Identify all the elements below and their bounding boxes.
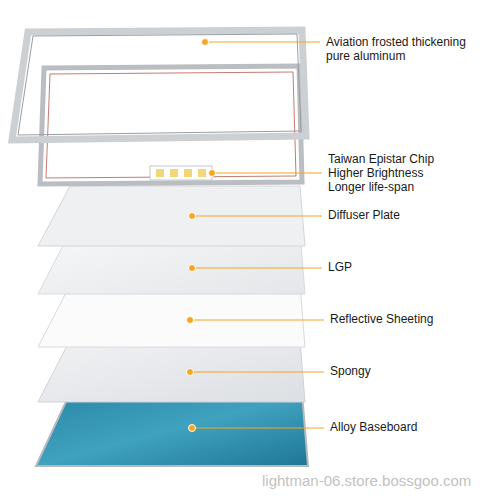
outer-frame-edge <box>18 34 301 135</box>
leader-line <box>190 371 324 372</box>
inner-frame-wire <box>46 72 296 178</box>
leader-dot <box>189 265 196 272</box>
inner-frame <box>40 66 302 184</box>
led-chip <box>198 169 206 177</box>
leader-line <box>192 427 324 428</box>
leader-line <box>205 41 320 42</box>
led-chip <box>156 169 164 177</box>
part-label: Alloy Baseboard <box>330 420 490 434</box>
leader-line <box>190 319 324 320</box>
part-label: Spongy <box>330 364 490 378</box>
led-chip <box>170 169 178 177</box>
leader-dot <box>189 425 196 432</box>
leader-dot <box>209 170 216 177</box>
part-label: Aviation frosted thickening pure aluminu… <box>326 35 486 63</box>
leader-line <box>212 172 322 173</box>
leader-dot <box>187 369 194 376</box>
part-label: Reflective Sheeting <box>330 312 490 326</box>
led-chip <box>184 169 192 177</box>
leader-line <box>192 215 322 216</box>
part-label: LGP <box>328 260 488 274</box>
spongy-sheet <box>38 340 305 402</box>
leader-dot <box>189 213 196 220</box>
watermark: lightman-06.store.bossgoo.com <box>262 474 492 488</box>
alloy-baseboard <box>36 393 308 466</box>
outer-frame <box>12 30 306 140</box>
part-label: Taiwan Epistar Chip Higher Brightness Lo… <box>328 152 453 194</box>
part-label: Diffuser Plate <box>328 208 488 222</box>
leader-dot <box>187 317 194 324</box>
leader-line <box>192 267 322 268</box>
leader-dot <box>202 39 209 46</box>
led-strip <box>150 166 212 180</box>
